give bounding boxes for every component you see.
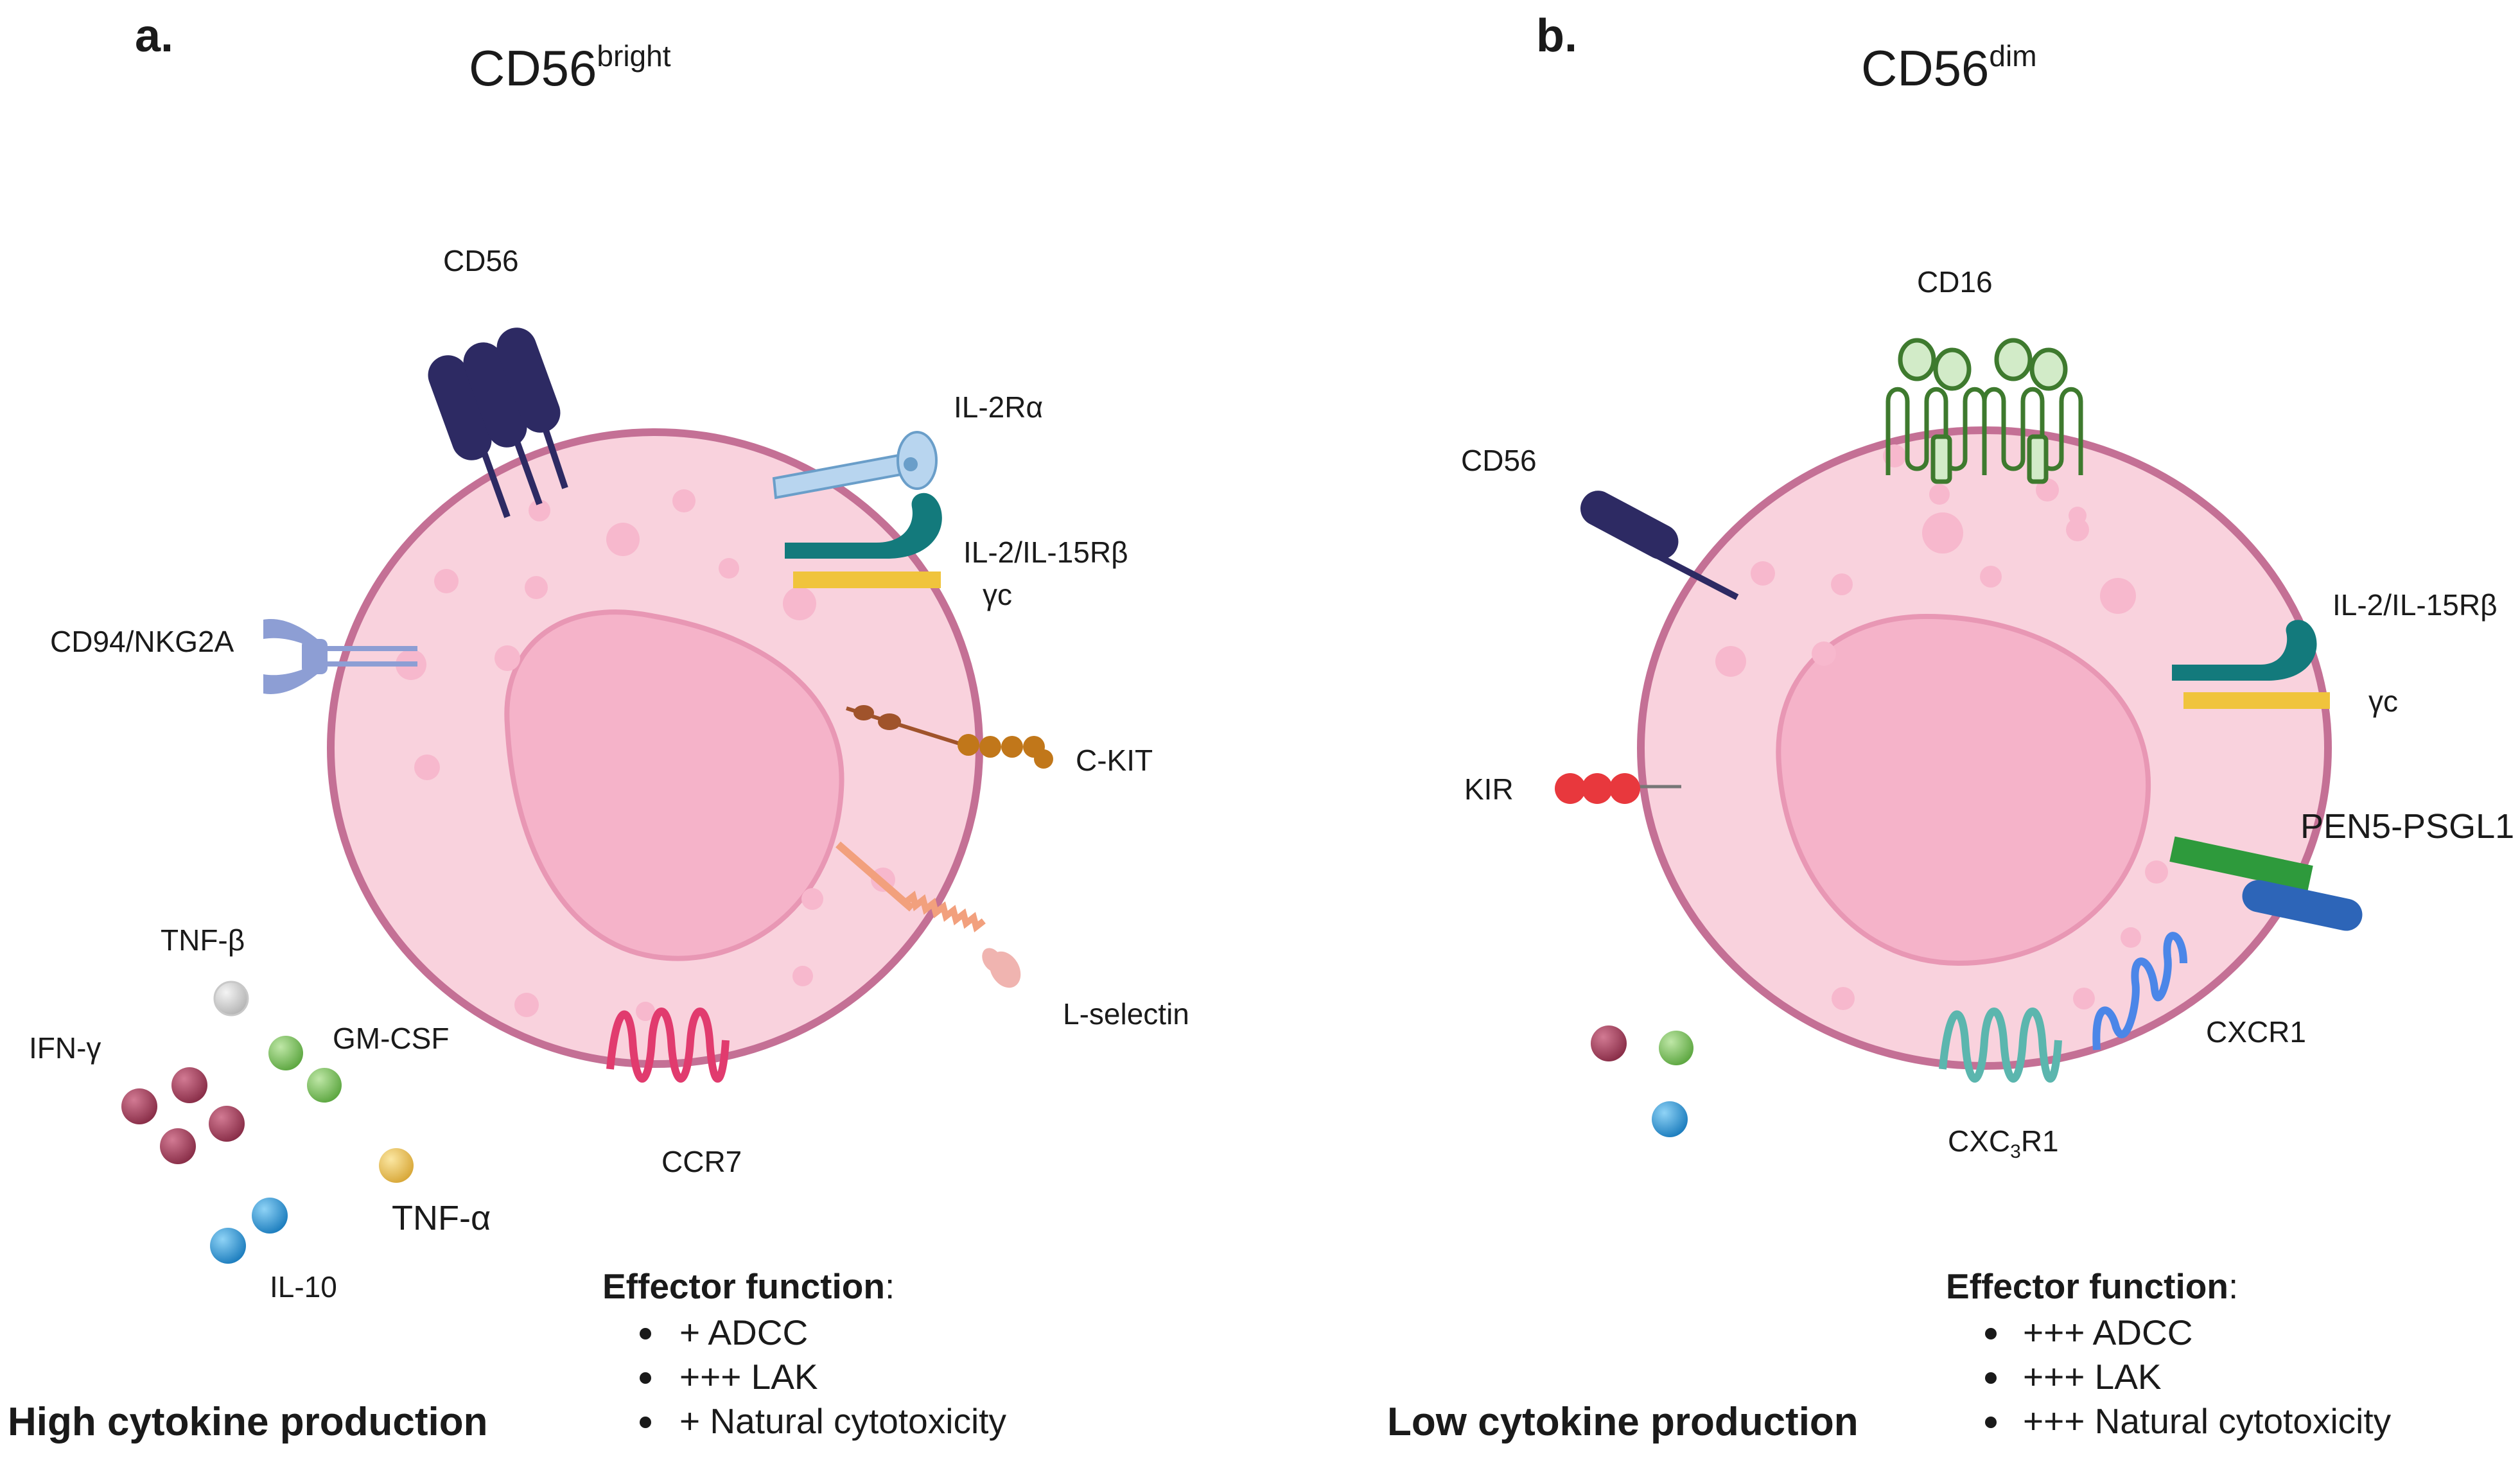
bullet-dot-icon	[640, 1417, 651, 1428]
effector-heading-a: Effector function:	[602, 1266, 895, 1306]
il2rb-receptor-icon	[2172, 620, 2317, 681]
label-il2ra: IL-2Rα	[954, 390, 1043, 424]
ckit-receptor-icon	[846, 705, 1053, 769]
label-pen5: PEN5-PSGL1	[2300, 807, 2514, 846]
label-il2-15rb-a: IL-2/IL-15Rβ	[963, 536, 1128, 569]
cytokine-il10-1	[252, 1198, 288, 1234]
label-cd94: CD94/NKG2A	[50, 625, 234, 658]
cytokine-green	[1659, 1031, 1693, 1065]
cd56-receptor-icon	[1580, 491, 1739, 600]
cytokines-a: TNF-β IFN-γ GM-CSF TNF-α IL-10	[29, 923, 491, 1304]
effector-item-a-2: +++ LAK	[679, 1357, 818, 1397]
cytokine-gmcsf-1	[268, 1036, 303, 1070]
production-b: Low cytokine production	[1387, 1400, 1859, 1444]
panel-b-letter: b.	[1536, 10, 1577, 62]
effector-item-a-3: + Natural cytotoxicity	[679, 1401, 1006, 1441]
cytokine-maroon	[1591, 1025, 1627, 1061]
cd16-receptor-icon	[1886, 338, 2083, 484]
label-il10: IL-10	[270, 1270, 337, 1304]
cd56-receptor-icon	[428, 327, 568, 518]
kir-receptor-icon	[1555, 773, 1681, 804]
label-gc-b: γc	[2368, 685, 2398, 718]
label-cd16: CD16	[1917, 265, 1993, 299]
cytokine-il10-2	[210, 1228, 246, 1264]
cytokine-tnfa	[379, 1148, 414, 1183]
effector-heading-b: Effector function:	[1946, 1266, 2238, 1306]
label-gc-a: γc	[983, 578, 1012, 611]
effector-function-b: Effector function: +++ ADCC +++ LAK +++ …	[1946, 1266, 2392, 1441]
label-cd56-b: CD56	[1461, 444, 1537, 477]
cd94-receptor-icon	[263, 619, 417, 694]
effector-item-a-1: + ADCC	[679, 1313, 808, 1352]
effector-function-a: Effector function: + ADCC +++ LAK + Natu…	[602, 1266, 1006, 1441]
label-ckit: C-KIT	[1076, 744, 1153, 777]
label-tnfb: TNF-β	[161, 923, 245, 957]
il2rb-receptor-icon	[785, 493, 942, 559]
gamma-chain-icon	[793, 571, 941, 588]
cytokine-ifng-1	[171, 1067, 207, 1103]
label-cxcr1: CXCR1	[2206, 1015, 2306, 1049]
label-cx3cr1: CXC3R1	[1948, 1124, 2059, 1162]
cytokines-b	[1591, 1025, 1693, 1137]
lselectin-icon	[836, 841, 1021, 988]
panel-a-title: CD56bright	[469, 39, 671, 96]
bullet-dot-icon	[1985, 1417, 1997, 1428]
label-kir: KIR	[1464, 772, 1514, 806]
bullet-dot-icon	[1985, 1328, 1997, 1339]
bullet-dot-icon	[640, 1372, 651, 1384]
cytokine-blue	[1652, 1101, 1688, 1137]
label-gmcsf: GM-CSF	[333, 1022, 449, 1055]
cytokine-ifng-2	[121, 1088, 157, 1124]
bullet-dot-icon	[640, 1328, 651, 1339]
panel-a-letter: a.	[135, 10, 173, 62]
label-il2-15rb-b: IL-2/IL-15Rβ	[2332, 588, 2498, 622]
effector-item-b-1: +++ ADCC	[2023, 1313, 2192, 1352]
gamma-chain-icon	[2183, 692, 2330, 709]
cytokine-ifng-4	[160, 1128, 196, 1164]
label-cd56-a: CD56	[443, 244, 519, 277]
production-a: High cytokine production	[8, 1400, 487, 1444]
nk-cell-bright	[327, 428, 983, 1068]
ccr7-icon	[606, 1008, 730, 1083]
panel-b: b. CD56dim CD16	[1387, 10, 2514, 1444]
effector-item-b-2: +++ LAK	[2023, 1357, 2162, 1397]
panel-a: a. CD56bright	[8, 10, 1189, 1444]
panel-b-title: CD56dim	[1861, 39, 2037, 96]
nucleus	[1776, 613, 2151, 966]
label-lselectin: L-selectin	[1063, 997, 1189, 1031]
cytokine-gmcsf-2	[307, 1068, 342, 1103]
label-ccr7: CCR7	[661, 1145, 742, 1178]
nk-cell-dim	[1637, 426, 2332, 1070]
cxcr1-icon	[2092, 932, 2187, 1051]
pen5-psgl1-icon	[2169, 836, 2363, 931]
label-ifng: IFN-γ	[29, 1031, 101, 1065]
label-tnfa: TNF-α	[392, 1199, 491, 1237]
cx3cr1-icon	[1939, 1008, 2062, 1083]
cytokine-tnfb	[213, 981, 249, 1016]
il2ra-receptor-icon	[772, 431, 938, 500]
cytokine-ifng-3	[209, 1106, 245, 1142]
effector-item-b-3: +++ Natural cytotoxicity	[2023, 1401, 2392, 1441]
nucleus	[504, 609, 844, 961]
bullet-dot-icon	[1985, 1372, 1997, 1384]
